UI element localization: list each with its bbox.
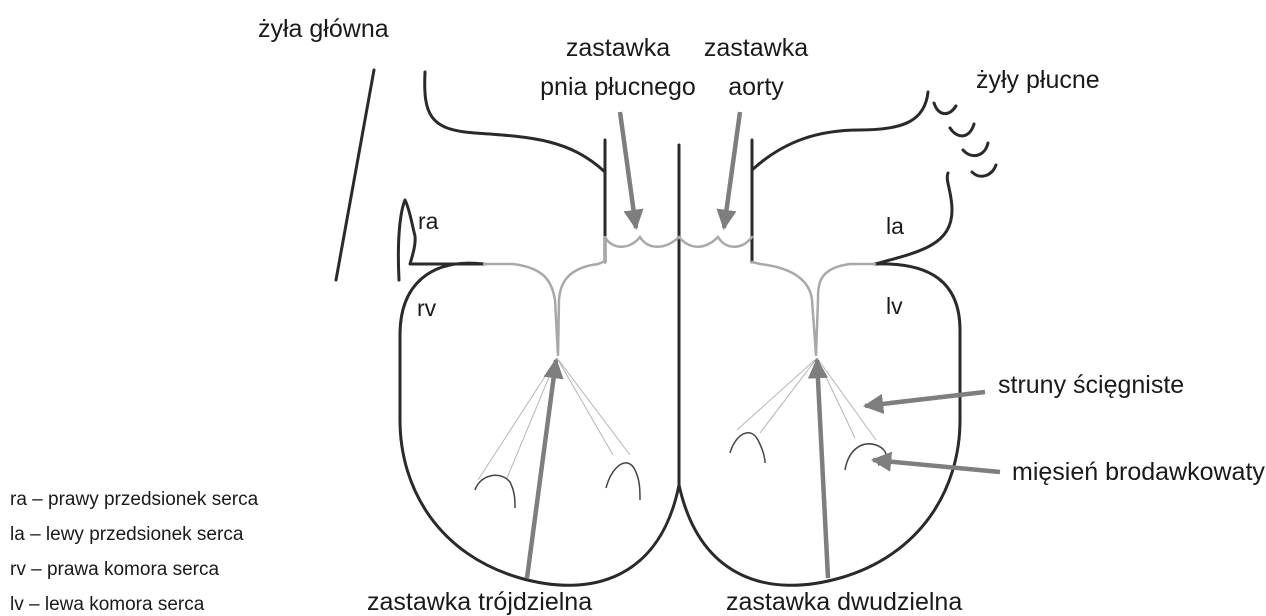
legend-rv: rv – prawa komora serca	[10, 559, 220, 580]
aortic-valve-arrow	[724, 112, 740, 228]
papillary-muscle-left-2	[845, 444, 886, 470]
vena-cava-label: żyła główna	[258, 15, 389, 43]
legend: ra – prawy przedsionek serca la – lewy p…	[10, 489, 259, 615]
chordae-label: struny ścięgniste	[998, 371, 1184, 399]
legend-lv: lv – lewa komora serca	[10, 594, 205, 615]
ra-label: ra	[418, 208, 439, 234]
mitral-leaflets	[752, 262, 875, 355]
papillary-muscle-label: mięsień brodawkowaty	[1012, 458, 1265, 486]
pulmonary-vein-3	[963, 143, 988, 156]
tricuspid-valve-label: zastawka trójdzielna	[367, 588, 592, 616]
papillary-arrow	[873, 460, 1000, 472]
pulmonary-vein-2	[950, 124, 974, 136]
pulmonary-valve-arrow	[620, 112, 636, 228]
pulmonary-vein-4	[972, 165, 996, 176]
chordae-arrow	[865, 392, 985, 406]
vena-cava-outer-wall	[336, 70, 374, 280]
papillary-muscle-right-1	[475, 475, 515, 508]
lv-label: lv	[886, 293, 903, 319]
aortic-valve-label-line2: aorty	[728, 73, 784, 101]
pulmonary-valve-label-line2: pnia płucnego	[540, 73, 696, 101]
pulmonary-valve-label-line1: zastawka	[566, 34, 670, 62]
pulmonary-vein-1	[934, 103, 956, 114]
left-atrium-wall	[752, 92, 928, 170]
tricuspid-arrow	[527, 360, 556, 578]
la-label: la	[886, 213, 904, 239]
papillary-muscle-right-2	[606, 463, 640, 500]
mitral-arrow	[817, 360, 828, 578]
mitral-chordae	[737, 358, 876, 440]
aortic-valve-label-line1: zastawka	[704, 34, 808, 62]
pulmonary-veins-label: żyły płucne	[976, 66, 1100, 94]
rv-label: rv	[417, 295, 437, 321]
legend-la: la – lewy przedsionek serca	[10, 524, 244, 545]
mitral-valve-label: zastawka dwudzielna	[726, 588, 962, 616]
legend-ra: ra – prawy przedsionek serca	[10, 489, 259, 510]
tricuspid-leaflets	[484, 262, 603, 355]
right-ventricle-wall	[400, 263, 679, 585]
papillary-muscle-left-1	[730, 433, 765, 463]
